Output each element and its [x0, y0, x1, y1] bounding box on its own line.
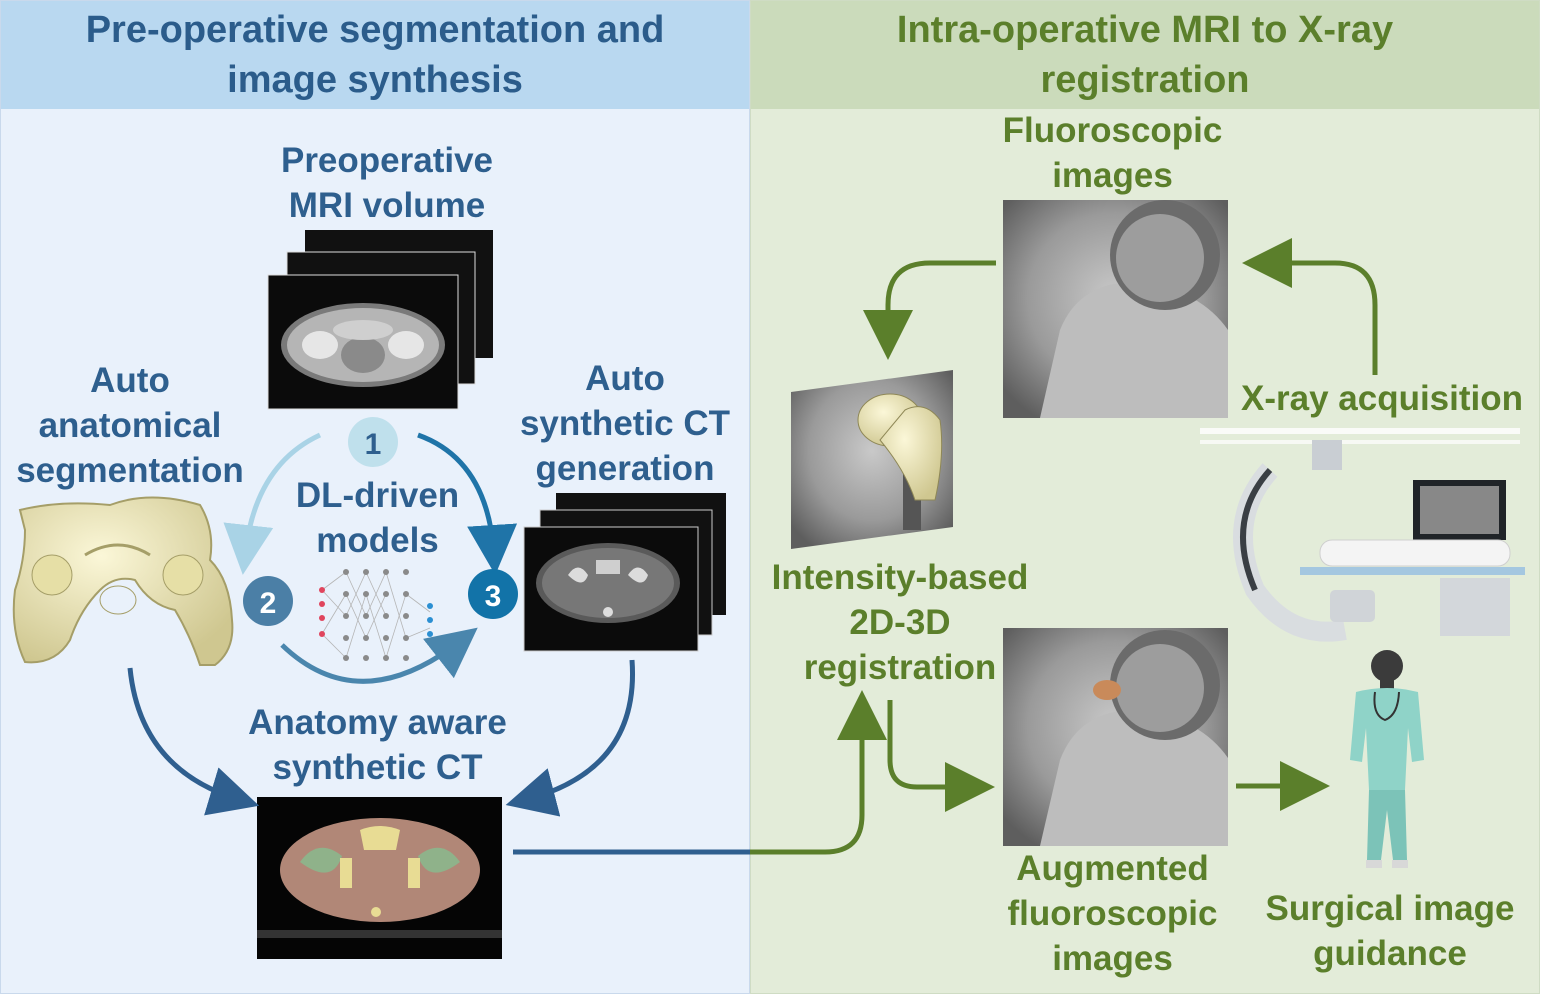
- mri-volume-stack: [267, 230, 493, 410]
- right-panel-title: Intra-operative MRI to X-ray registratio…: [751, 1, 1539, 109]
- arrow-sct-to-aware-ct: [505, 659, 636, 817]
- surgeon-figure: [1350, 650, 1424, 868]
- arrow-xray-to-fluoro: [1242, 238, 1378, 375]
- anatomy-aware-ct-label: Anatomy aware synthetic CT: [248, 703, 507, 787]
- xray-acquisition-label: X-ray acquisition: [1240, 379, 1524, 418]
- fluoroscopic-images-label: Fluoroscopic images: [1002, 111, 1223, 195]
- dl-arrow-seg-to-sct: [280, 627, 478, 684]
- neural-network-icon: [319, 569, 433, 661]
- dl-arrow-to-segmentation: [223, 432, 322, 575]
- left-panel-title: Pre-operative segmentation and image syn…: [1, 1, 749, 109]
- dl-models-label: DL-driven models: [295, 476, 460, 560]
- arrow-seg-to-aware-ct: [127, 667, 260, 816]
- arrow-registration-to-augmented: [887, 700, 995, 812]
- augmented-fluoroscopic-label: Augmented fluoroscopic images: [1007, 849, 1218, 978]
- mri-volume-label: Preoperative MRI volume: [280, 141, 494, 225]
- synthetic-ct-stack: [523, 493, 726, 652]
- arrow-fluoro-to-registration: [863, 260, 996, 360]
- anatomy-aware-ct-image: [257, 797, 502, 959]
- step-3-badge: 3: [468, 569, 518, 619]
- registration-femur-image: [791, 370, 953, 549]
- dl-arrow-to-synthetic-ct: [417, 432, 518, 575]
- svg-text:3: 3: [485, 580, 502, 613]
- fluoroscopic-image: [1003, 200, 1228, 418]
- segmentation-label: Auto anatomical segmentation: [16, 361, 244, 490]
- intensity-registration-label: Intensity-based 2D-3D registration: [771, 558, 1029, 687]
- surgical-guidance-label: Surgical image guidance: [1265, 889, 1515, 973]
- step-2-badge: 2: [243, 576, 293, 626]
- synthetic-ct-generation-label: Auto synthetic CT generation: [519, 359, 731, 488]
- svg-text:2: 2: [260, 587, 277, 620]
- svg-text:1: 1: [365, 428, 382, 461]
- augmented-fluoroscopic-image: [1003, 628, 1228, 846]
- connector-green-to-registration: [750, 690, 887, 855]
- step-1-badge: 1: [348, 417, 398, 467]
- c-arm-xray-machine: [1200, 428, 1525, 642]
- pelvis-bone-model: [12, 496, 234, 666]
